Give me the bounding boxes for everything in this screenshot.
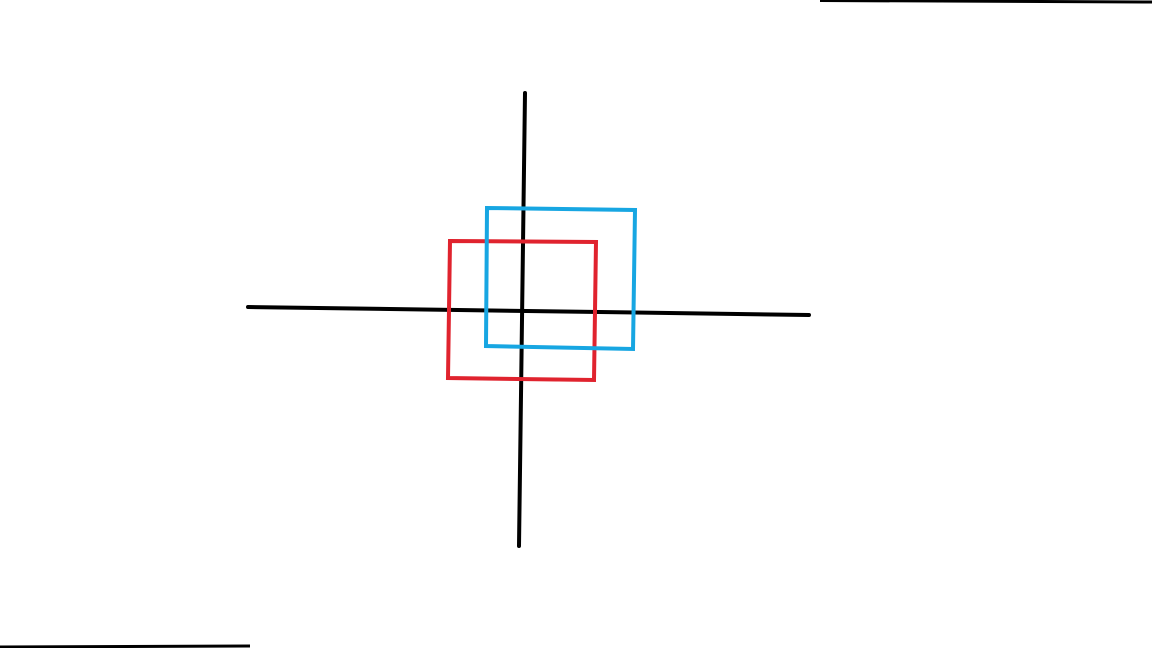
vertical-axis [517,91,527,548]
top-edge-line [819,0,1152,4]
blue-square [483,205,638,352]
red-square [445,238,599,383]
horizontal-axis [246,305,811,317]
bottom-edge-line [0,644,251,648]
